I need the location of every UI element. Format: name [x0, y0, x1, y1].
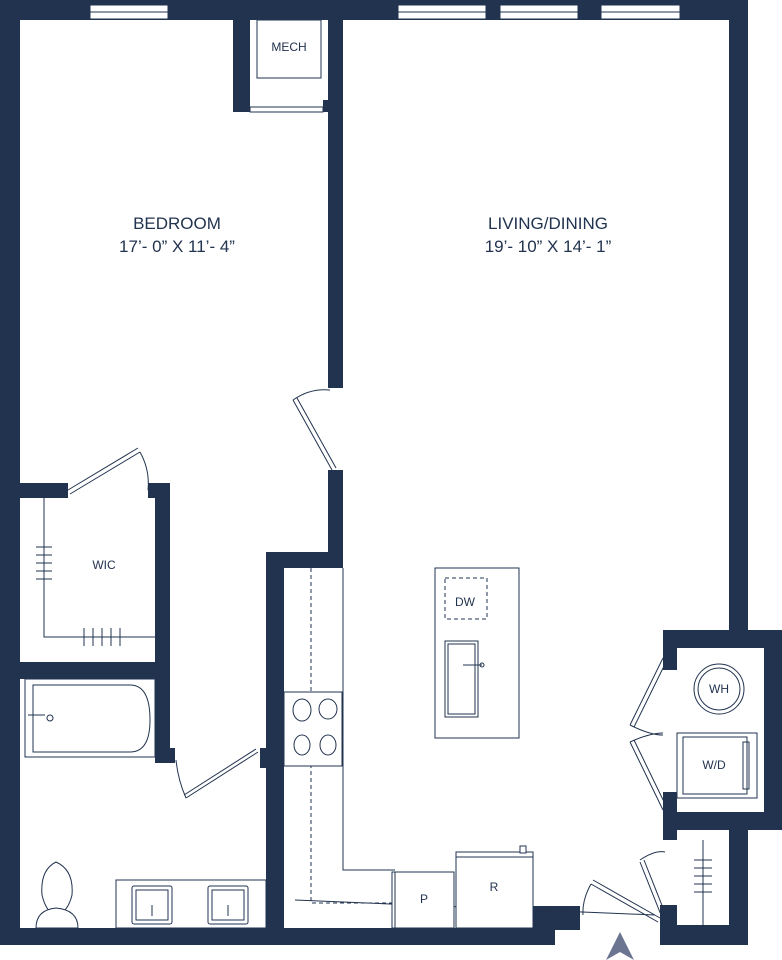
dw-label: DW [455, 595, 475, 609]
living-name: LIVING/DINING [488, 214, 608, 233]
laundry [676, 663, 758, 799]
wic-shelves [36, 498, 155, 646]
mech-closet [256, 19, 322, 79]
bedroom-dims: 17’- 0” X 11’- 4” [119, 237, 235, 256]
closet-shelves [694, 840, 712, 928]
kitchen-island [434, 567, 520, 739]
wd-label: W/D [702, 758, 726, 772]
windows [89, 4, 681, 113]
living-dims: 19’- 10” X 14’- 1” [484, 237, 612, 256]
mech-label: MECH [271, 40, 307, 54]
bedroom-label: BEDROOM 17’- 0” X 11’- 4” [119, 212, 235, 258]
toilet [35, 861, 79, 929]
bathtub [24, 678, 156, 758]
bedroom-name: BEDROOM [133, 214, 221, 233]
pantry-label: P [419, 892, 429, 906]
bath-vanity [115, 879, 267, 929]
fridge-label: R [489, 880, 499, 894]
north-arrow-icon [606, 932, 634, 960]
living-label: LIVING/DINING 19’- 10” X 14’- 1” [485, 212, 612, 258]
wic-label: WIC [92, 558, 116, 572]
wh-label: WH [709, 682, 729, 696]
kitchen-counter [283, 568, 534, 929]
